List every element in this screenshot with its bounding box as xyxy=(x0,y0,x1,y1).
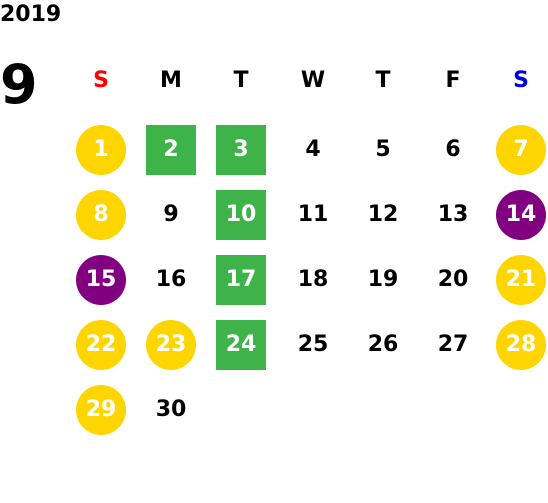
day-cell-15[interactable]: 15 xyxy=(76,255,126,305)
day-cell-29[interactable]: 29 xyxy=(76,385,126,435)
day-cell-24[interactable]: 24 xyxy=(216,320,266,370)
day-cell-14[interactable]: 14 xyxy=(496,190,546,240)
day-cell-3[interactable]: 3 xyxy=(216,125,266,175)
day-cell-18[interactable]: 18 xyxy=(297,267,329,292)
day-cell-25[interactable]: 25 xyxy=(297,332,329,357)
day-cell-20[interactable]: 20 xyxy=(437,267,469,292)
day-cell-30[interactable]: 30 xyxy=(155,397,187,422)
day-cell-7[interactable]: 7 xyxy=(496,125,546,175)
day-cell-1[interactable]: 1 xyxy=(76,125,126,175)
day-cell-22[interactable]: 22 xyxy=(76,320,126,370)
day-cell-6[interactable]: 6 xyxy=(445,137,461,162)
weekday-label: M xyxy=(160,68,182,93)
day-cell-5[interactable]: 5 xyxy=(375,137,391,162)
day-cell-8[interactable]: 8 xyxy=(76,190,126,240)
weekday-label: S xyxy=(513,68,529,93)
day-cell-21[interactable]: 21 xyxy=(496,255,546,305)
day-cell-12[interactable]: 12 xyxy=(367,202,399,227)
day-cell-17[interactable]: 17 xyxy=(216,255,266,305)
day-cell-23[interactable]: 23 xyxy=(146,320,196,370)
day-cell-28[interactable]: 28 xyxy=(496,320,546,370)
day-cell-19[interactable]: 19 xyxy=(367,267,399,292)
weekday-label: W xyxy=(300,68,326,93)
weekday-label: F xyxy=(445,68,461,93)
month-number: 9 xyxy=(0,53,38,116)
day-cell-10[interactable]: 10 xyxy=(216,190,266,240)
day-cell-2[interactable]: 2 xyxy=(146,125,196,175)
day-cell-9[interactable]: 9 xyxy=(163,202,179,227)
weekday-label: T xyxy=(375,68,391,93)
day-cell-27[interactable]: 27 xyxy=(437,332,469,357)
day-cell-4[interactable]: 4 xyxy=(305,137,321,162)
day-cell-13[interactable]: 13 xyxy=(437,202,469,227)
day-cell-16[interactable]: 16 xyxy=(155,267,187,292)
day-cell-11[interactable]: 11 xyxy=(297,202,329,227)
weekday-label: S xyxy=(93,68,109,93)
weekday-label: T xyxy=(233,68,249,93)
day-cell-26[interactable]: 26 xyxy=(367,332,399,357)
year-label: 2019 xyxy=(0,2,62,27)
